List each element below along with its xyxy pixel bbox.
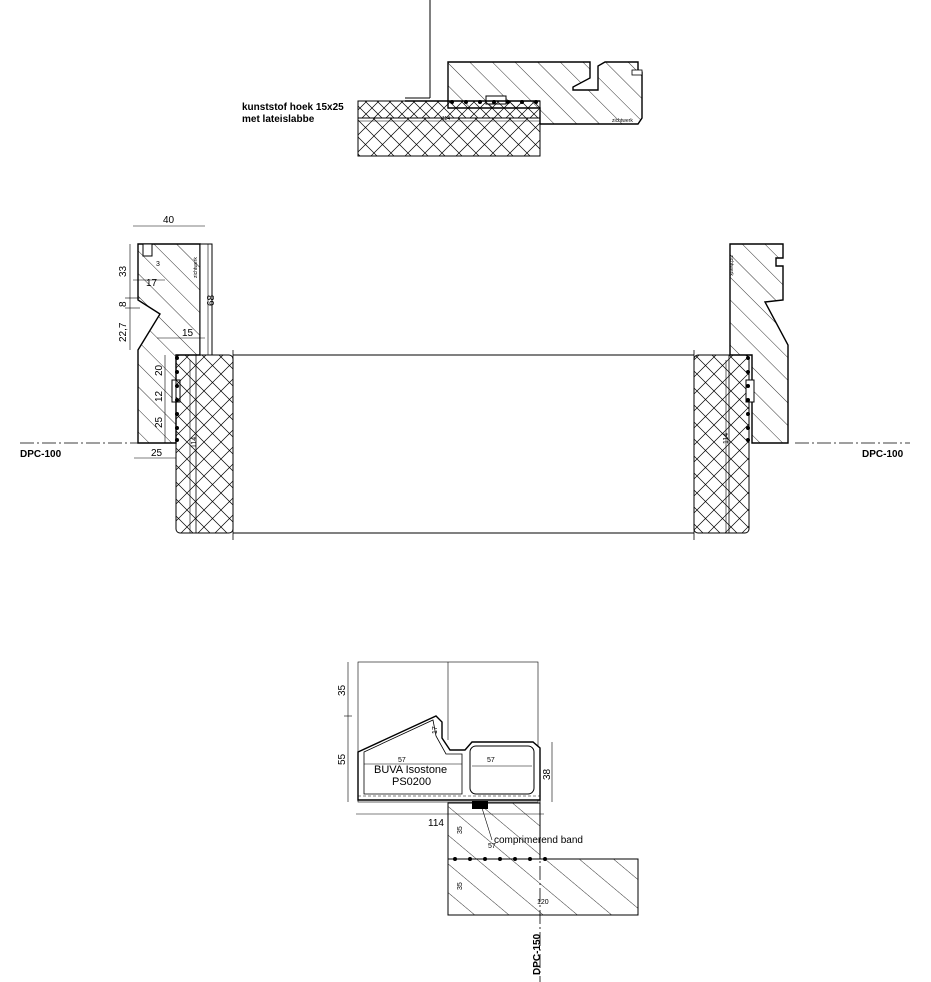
dim-17-bottom: 17 <box>432 726 439 734</box>
dim-40: 40 <box>163 215 175 226</box>
frame-notch <box>631 69 643 76</box>
isostone-inner-line <box>363 719 463 795</box>
corner-note-line2: met lateislabbe <box>242 114 315 125</box>
isostone-sill-profile <box>357 715 541 801</box>
dim-114-right: 114 <box>723 433 730 444</box>
zichtwerk-label-right: zichtwerk <box>728 255 734 276</box>
dim-17: 17 <box>146 278 158 289</box>
dpc-150-label: DPC-150 <box>532 933 543 975</box>
bottom-sill-section: 35 55 17 57 57 38 114 35 57 35 120 BUVA … <box>337 661 639 982</box>
dim-35-top: 35 <box>337 684 348 696</box>
seal-dots-bottom <box>453 857 547 861</box>
brick-lintel <box>357 117 541 157</box>
corner-note-line1: kunststof hoek 15x25 <box>242 102 344 113</box>
dim-8: 8 <box>118 301 129 307</box>
isostone-chamber <box>469 745 535 795</box>
right-frame-groove <box>745 379 755 403</box>
right-brick <box>693 354 750 534</box>
top-lintel-section: 114 zichtwerk kunststof hoek 15x25 met l… <box>242 0 643 157</box>
dim-25-vertical: 25 <box>154 416 165 428</box>
dim-33: 33 <box>118 265 129 277</box>
zichtwerk-label-left: zichtwerk <box>193 257 199 278</box>
compression-band-label: comprimerend band <box>494 835 583 846</box>
dim-120: 120 <box>537 899 549 906</box>
dim-15: 15 <box>182 328 194 339</box>
dim-114-bottom: 114 <box>428 818 444 829</box>
left-frame-notch <box>142 243 153 257</box>
product-code-label: PS0200 <box>392 776 431 788</box>
dimension-lines-middle <box>125 225 727 533</box>
dim-12: 12 <box>154 390 165 402</box>
seal-dots-left <box>175 356 179 442</box>
dim-25-horizontal: 25 <box>151 448 163 459</box>
dpc-left-label: DPC-100 <box>20 449 62 460</box>
product-name-label: BUVA Isostone <box>374 764 447 776</box>
dim-55: 55 <box>337 753 348 765</box>
dim-38: 38 <box>542 768 553 780</box>
dpc-right-label: DPC-100 <box>862 449 904 460</box>
dim-35-mid: 35 <box>457 826 464 834</box>
dim-57-left: 57 <box>398 757 406 764</box>
dim-22-7: 22,7 <box>118 322 129 342</box>
zichtwerk-label-top: zichtwerk <box>612 118 633 124</box>
dim-114-left: 114 <box>191 437 198 448</box>
seal-dots-right <box>746 356 750 442</box>
dim-57-right: 57 <box>487 757 495 764</box>
middle-jamb-section: DPC-100 DPC-100 40 33 3 17 8 68 22,7 15 … <box>20 215 910 540</box>
right-frame-profile <box>729 243 789 444</box>
dim-68: 68 <box>206 294 217 306</box>
dim-20: 20 <box>154 364 165 376</box>
dimension-lines-bottom <box>344 662 553 841</box>
dim-57-lower: 57 <box>488 843 496 850</box>
seal-dots-top <box>450 100 538 104</box>
dim-3: 3 <box>156 261 160 268</box>
left-brick <box>175 354 234 534</box>
masonry-lower <box>447 858 639 916</box>
dim-35-lower: 35 <box>457 882 464 890</box>
dim-114-top: 114 <box>442 116 450 122</box>
